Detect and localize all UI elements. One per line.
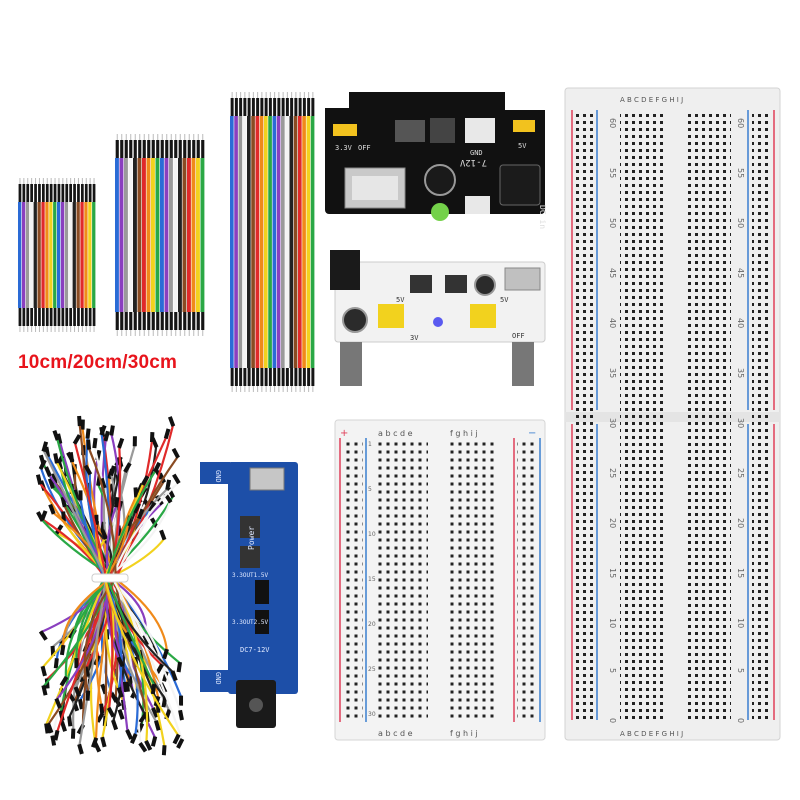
small-breadboard-minus: −: [528, 428, 536, 439]
white-module-label-off: OFF: [512, 332, 525, 340]
jumper-wire-bundle: [35, 415, 185, 756]
small-breadboard-row-number: 30: [368, 711, 376, 718]
large-breadboard-row-number: 55: [736, 168, 745, 178]
large-breadboard-row-number: 30: [736, 418, 745, 428]
large-breadboard-row-number: 20: [608, 518, 617, 528]
large-breadboard-row-number: 10: [736, 618, 745, 628]
small-breadboard-row-number: 25: [368, 666, 376, 673]
large-breadboard-row-number: 0: [736, 718, 745, 723]
blue-module-label-dc: DC7-12V: [240, 646, 270, 654]
small-breadboard-row-number: 1: [368, 441, 372, 448]
small-breadboard: a b c d e f g h i j a b c d e f g h i j …: [334, 419, 546, 741]
blue-module-label-gnd-top: GND: [214, 470, 222, 483]
white-power-module: 5V 3V 5V OFF: [330, 250, 546, 386]
black-module-label-voltage: 7-12V: [459, 157, 487, 167]
blue-module-label-out1: 3.3OUT1.5V: [232, 572, 269, 579]
large-breadboard-row-number: 5: [736, 668, 745, 673]
large-breadboard-row-number: 35: [608, 368, 617, 378]
large-breadboard-row-number: 35: [736, 368, 745, 378]
cable-length-caption: 10cm/20cm/30cm: [18, 352, 178, 373]
large-breadboard-row-number: 5: [608, 668, 617, 673]
black-module-label-5v: 5V: [518, 142, 527, 150]
ribbon-cable-10cm: [18, 178, 96, 332]
black-module-label-off: OFF: [358, 144, 371, 152]
small-breadboard-cols-left: a b c d e: [378, 429, 413, 438]
large-breadboard-row-number: 20: [736, 518, 745, 528]
large-breadboard-row-number: 30: [608, 418, 617, 428]
large-breadboard-row-number: 25: [608, 468, 617, 478]
large-breadboard-row-number: 60: [736, 118, 745, 128]
small-breadboard-plus: +: [340, 428, 348, 439]
black-module-label-3v3: 3.3V: [335, 144, 353, 152]
white-module-label-5v-left: 5V: [396, 296, 405, 304]
large-breadboard-row-number: 25: [736, 468, 745, 478]
black-power-module: DC in 7-12V OFF 3.3V 5V GND: [325, 92, 547, 229]
large-breadboard: A B C D E F G H I J A B C D E F G H I J …: [564, 87, 781, 741]
large-breadboard-row-number: 10: [608, 618, 617, 628]
large-breadboard-row-number: 15: [608, 568, 617, 578]
large-breadboard-row-number: 45: [608, 268, 617, 278]
small-breadboard-row-number: 5: [368, 486, 372, 493]
large-breadboard-cols-bottom: A B C D E F G H I J: [620, 730, 683, 738]
blue-module-label-power: Power: [247, 526, 256, 550]
large-breadboard-cols-top: A B C D E F G H I J: [620, 96, 683, 104]
black-module-label-dcin: DC in: [538, 205, 547, 229]
large-breadboard-row-number: 55: [608, 168, 617, 178]
blue-module-label-gnd-bottom: GND: [214, 672, 222, 685]
ribbon-cable-20cm: [115, 134, 205, 336]
large-breadboard-row-number: 0: [608, 718, 617, 723]
small-breadboard-row-number: 10: [368, 531, 376, 538]
ribbon-cable-30cm: [230, 92, 315, 392]
small-breadboard-row-number: 20: [368, 621, 376, 628]
small-breadboard-cols-left-bottom: a b c d e: [378, 729, 413, 738]
small-breadboard-cols-right: f g h i j: [450, 429, 478, 438]
small-breadboard-cols-right-bottom: f g h i j: [450, 729, 478, 738]
large-breadboard-row-number: 50: [608, 218, 617, 228]
black-module-label-gnd: GND: [470, 149, 483, 157]
large-breadboard-row-number: 15: [736, 568, 745, 578]
blue-module-label-out2: 3.3OUT2.5V: [232, 619, 269, 626]
large-breadboard-row-number: 40: [608, 318, 617, 328]
large-breadboard-row-number: 40: [736, 318, 745, 328]
large-breadboard-row-number: 60: [608, 118, 617, 128]
large-breadboard-row-number: 45: [736, 268, 745, 278]
white-module-label-5v-right: 5V: [500, 296, 509, 304]
blue-power-module: GND Power 3.3OUT1.5V 3.3OUT2.5V DC7-12V …: [200, 462, 298, 728]
white-module-label-3v: 3V: [410, 334, 419, 342]
small-breadboard-row-number: 15: [368, 576, 376, 583]
large-breadboard-row-number: 50: [736, 218, 745, 228]
